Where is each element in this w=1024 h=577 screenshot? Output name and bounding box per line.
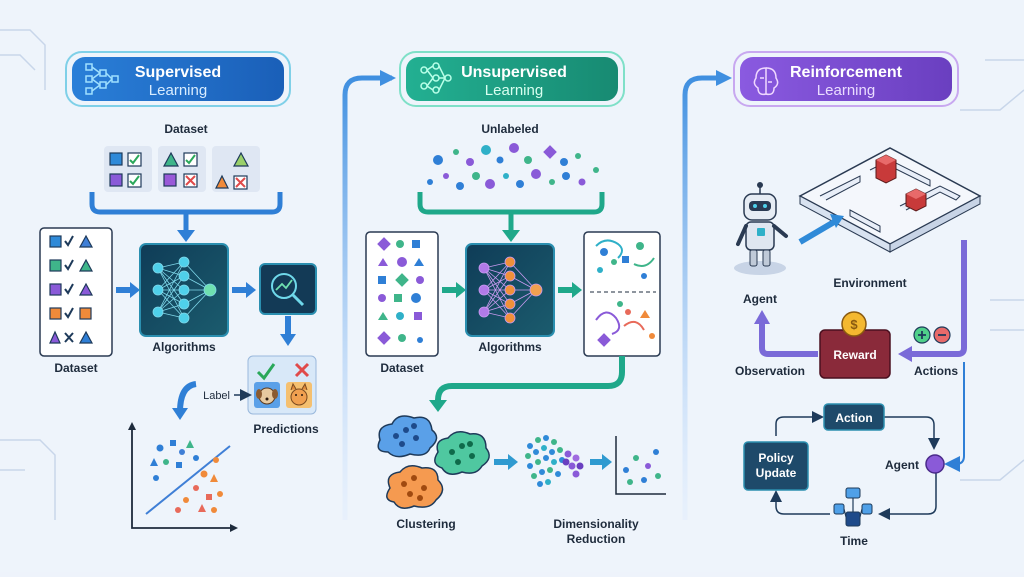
- dataset-to-algo-arrowhead: [130, 282, 140, 298]
- brain-icon: [753, 67, 779, 96]
- reduced-plot: [615, 436, 666, 495]
- coin-icon: $: [841, 311, 867, 337]
- unsupervised-title-line2: Learning: [485, 82, 543, 99]
- svg-text:$: $: [850, 317, 858, 332]
- cluster-output: [590, 239, 656, 347]
- supervised-algorithms-label: Algorithms: [152, 340, 216, 354]
- output-to-results-arrow: [435, 356, 625, 404]
- cross-icon: [294, 362, 310, 378]
- observation-label: Observation: [735, 364, 805, 378]
- agent-node-label: Agent: [885, 458, 919, 472]
- supervised-dataset-top-label: Dataset: [164, 122, 207, 136]
- agent-to-env-arrow: [798, 219, 836, 245]
- reward-label: Reward: [833, 348, 876, 362]
- dog-icon: [254, 382, 280, 408]
- unlabeled-data-points: [427, 143, 599, 190]
- agent-label: Agent: [743, 292, 777, 306]
- classification-scatter-plot: [128, 422, 238, 532]
- supervised-dataset-left-label: Dataset: [54, 361, 97, 375]
- supervised-header: [72, 57, 284, 101]
- policy-label-line2: Update: [756, 466, 797, 480]
- agent-to-env-arrowhead: [830, 214, 844, 228]
- clustering-label: Clustering: [396, 517, 455, 531]
- unsupervised-algorithms-label: Algorithms: [478, 340, 542, 354]
- network-icon: [85, 63, 119, 95]
- separator-arrowhead-1: [380, 70, 396, 86]
- unlabeled-dataset-shapes: [377, 237, 424, 345]
- circuit-decoration: [0, 29, 1024, 520]
- plus-minus-icons: [913, 326, 951, 344]
- label-text: Label: [203, 390, 230, 402]
- dimred-label-line1: Dimensionality: [553, 517, 639, 531]
- supervised-title-line2: Learning: [149, 82, 207, 99]
- dimred-label-line2: Reduction: [567, 532, 626, 546]
- supervised-title-line1: Supervised: [135, 64, 221, 81]
- u-algo-to-output-arrowhead: [572, 282, 582, 298]
- reinforcement-section: Reinforcement Learning Environment: [733, 51, 982, 548]
- cluster-to-dimred-arrowhead: [508, 454, 518, 470]
- cat-icon: [286, 382, 312, 408]
- action-box: [823, 403, 885, 431]
- unsupervised-dataset-label: Dataset: [380, 361, 423, 375]
- unsupervised-title-line1: Unsupervised: [461, 64, 567, 81]
- reinforcement-header: [740, 57, 952, 101]
- separator-arrowhead-2: [716, 70, 732, 86]
- neural-network-icon: [152, 256, 217, 324]
- predictions-label: Predictions: [253, 422, 319, 436]
- dimred-to-plot-arrowhead: [602, 454, 612, 470]
- dimensionality-reduction-visual: [525, 435, 584, 487]
- feedback-curve-arrowhead: [172, 408, 188, 420]
- reinforcement-header-glow: [733, 51, 959, 107]
- unlabeled-label: Unlabeled: [481, 122, 538, 136]
- reward-to-agent-arrowhead: [754, 310, 770, 324]
- policy-label-line1: Policy: [758, 451, 794, 465]
- supervised-section: Supervised Learning Dataset: [39, 51, 319, 532]
- model-to-predictions-arrowhead: [280, 334, 296, 346]
- chart-search-icon: [271, 273, 305, 307]
- bracket-arrowhead: [177, 230, 195, 242]
- reward-to-agent-line: [759, 322, 818, 357]
- separator-arrow-2: [682, 75, 726, 520]
- policy-loop: [770, 362, 965, 520]
- clustering-visual: [377, 415, 490, 509]
- env-to-reward-arrowhead: [898, 346, 912, 362]
- u-dataset-to-algo-arrowhead: [456, 282, 466, 298]
- unsupervised-header-glow: [399, 51, 625, 107]
- check-icon: [256, 363, 276, 381]
- actions-label: Actions: [914, 364, 958, 378]
- output-to-results-arrowhead: [429, 400, 447, 412]
- supervised-header-glow: [65, 51, 291, 107]
- labeled-dataset-cards: [104, 146, 260, 192]
- policy-update-box: [743, 441, 809, 491]
- action-label: Action: [835, 411, 872, 425]
- unsupervised-section: Unsupervised Learning Unlabeled Dataset: [365, 51, 666, 546]
- unlabeled-bracket-arrowhead: [502, 230, 520, 242]
- network-icon: [420, 62, 452, 94]
- neural-network-icon: [478, 256, 543, 324]
- reinforcement-title-line1: Reinforcement: [790, 64, 903, 81]
- environment-maze: [798, 147, 982, 253]
- agent-node: [925, 454, 945, 474]
- model-evaluation-box: [259, 263, 317, 315]
- labeled-dataset-rows: [49, 234, 94, 344]
- time-network-icon: [833, 487, 873, 527]
- algo-to-model-arrowhead: [246, 282, 256, 298]
- env-to-reward-line: [910, 240, 967, 357]
- time-label: Time: [840, 534, 868, 548]
- reinforcement-title-line2: Learning: [817, 82, 875, 99]
- robot-icon: [734, 182, 788, 275]
- feedback-curve-arrow: [177, 381, 197, 413]
- environment-label: Environment: [833, 276, 906, 290]
- separator-arrow-1: [342, 75, 392, 520]
- unsupervised-header: [406, 57, 618, 101]
